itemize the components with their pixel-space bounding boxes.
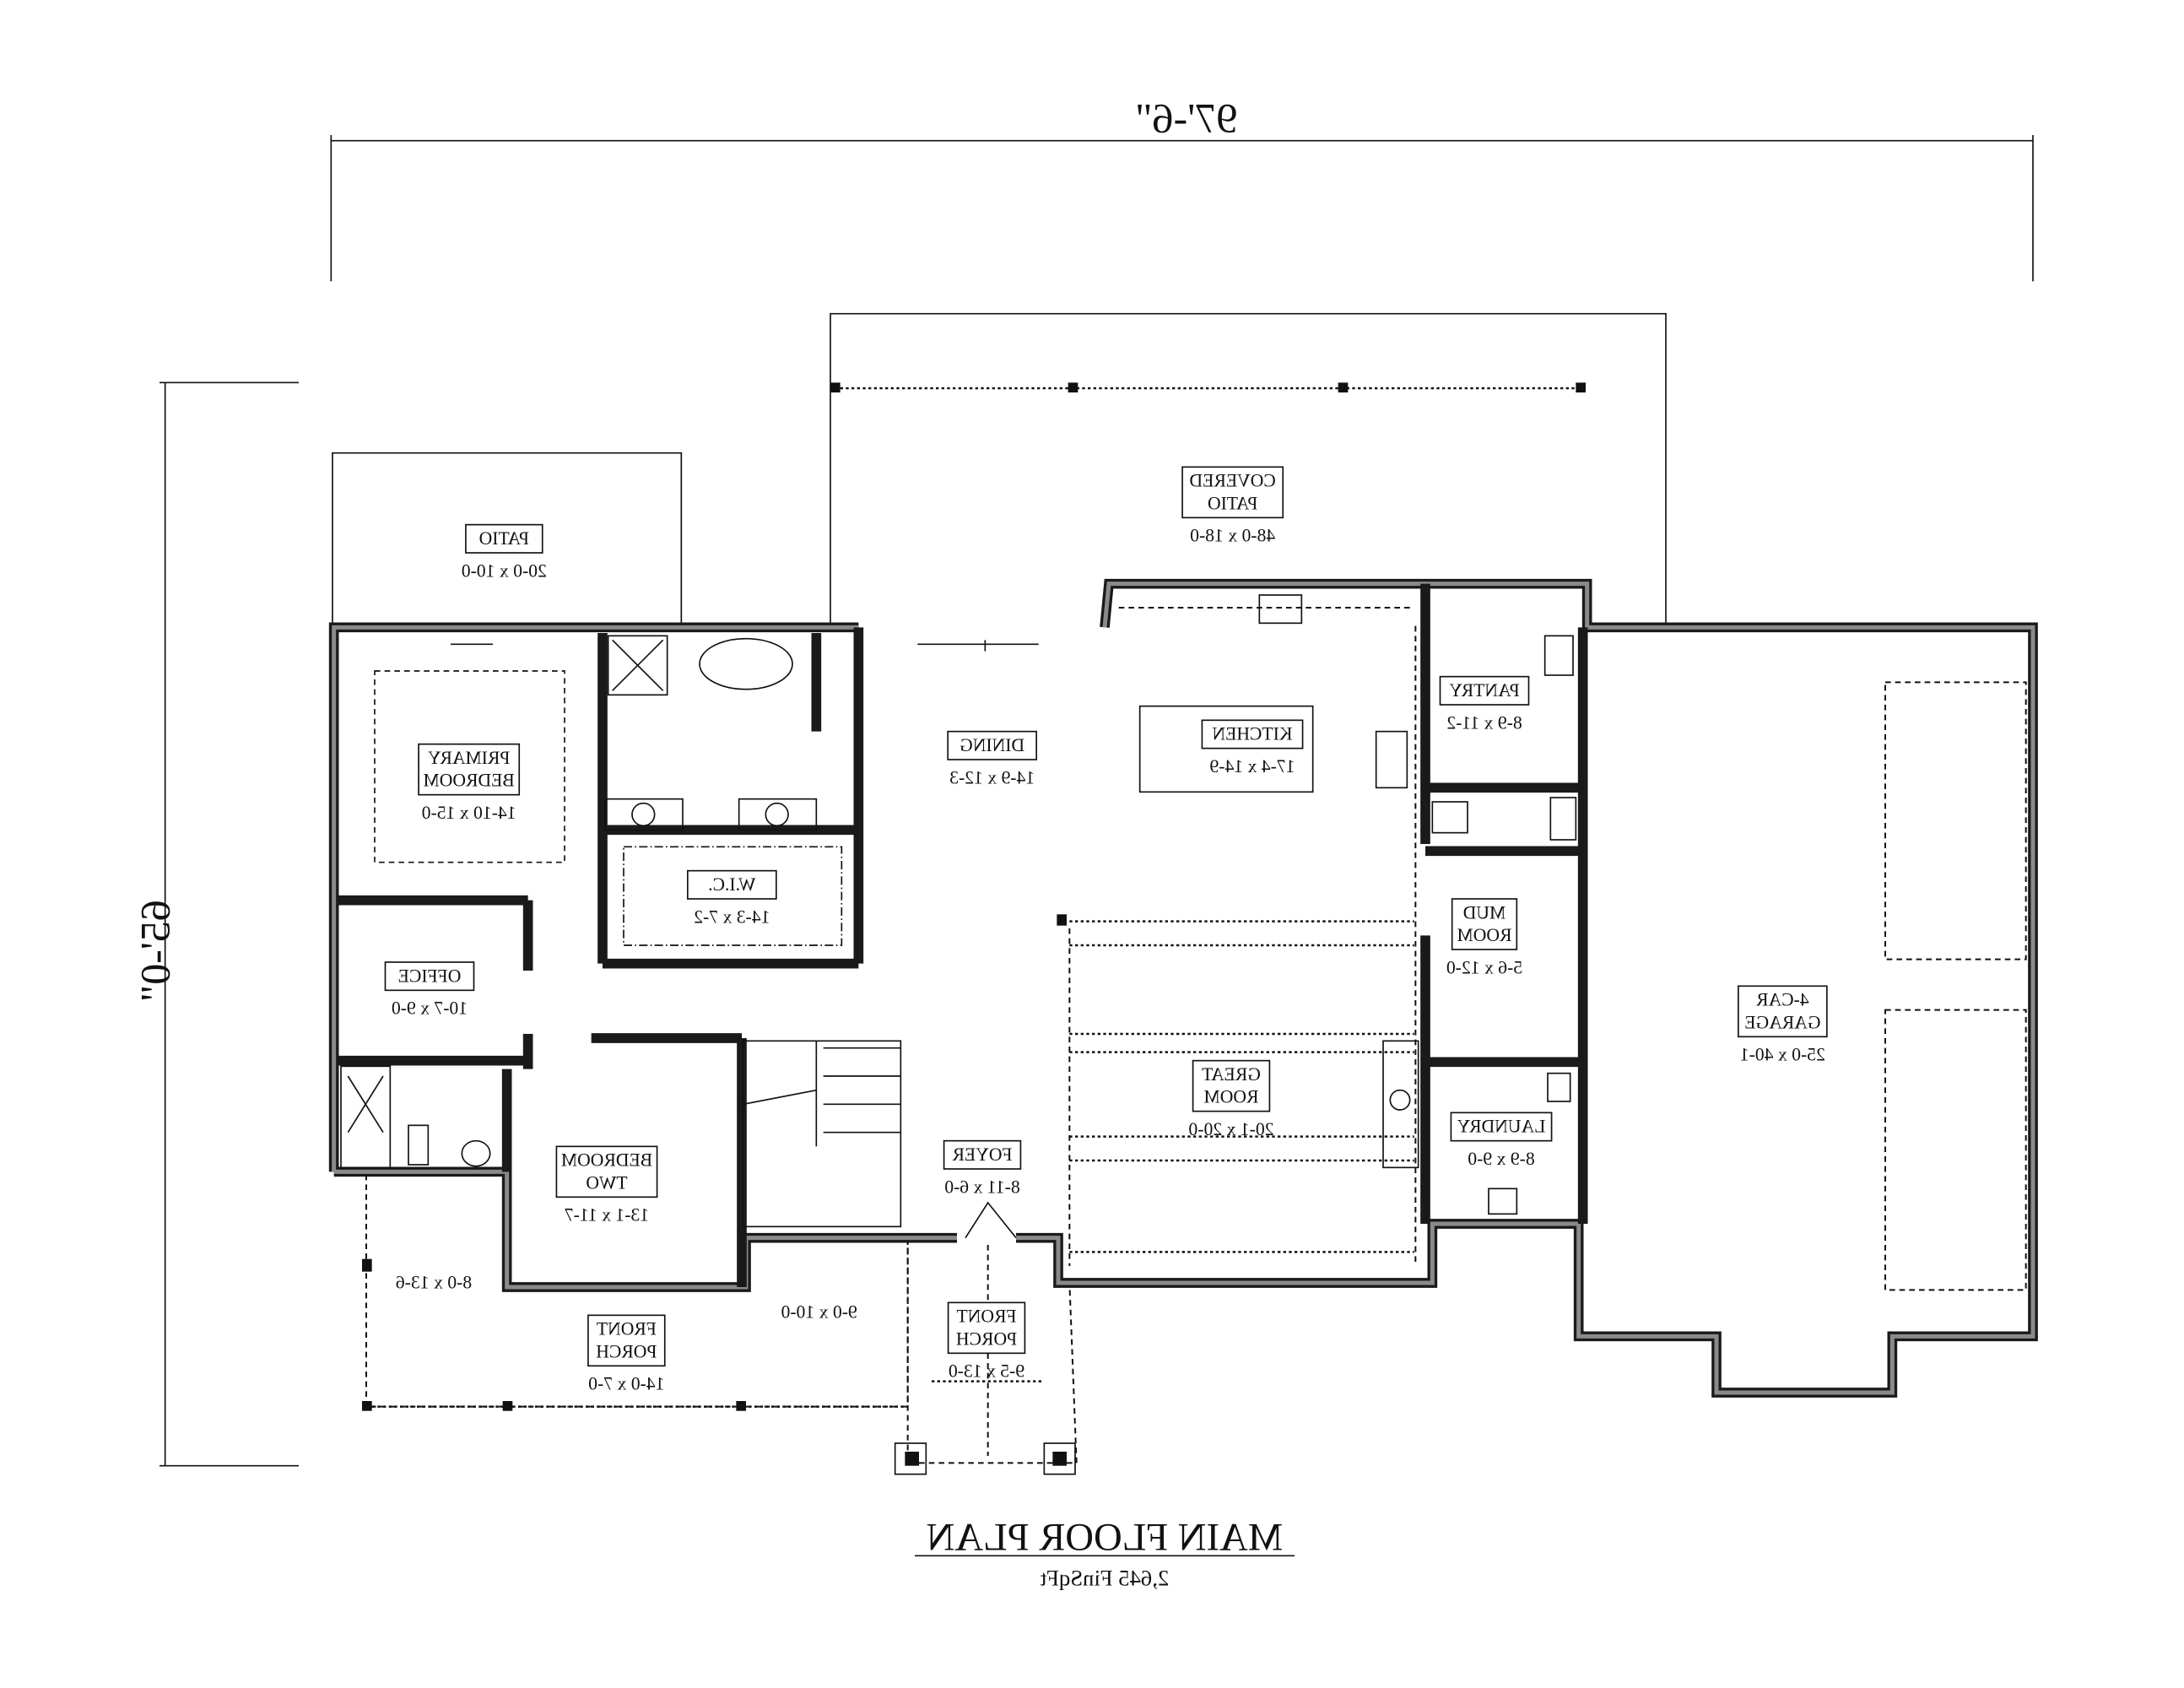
room-label-box xyxy=(587,1314,666,1367)
room-name: FOYER xyxy=(952,1144,1013,1165)
fixtures xyxy=(340,594,2027,1291)
width-dimension-label: 97'-6" xyxy=(1135,95,1237,142)
room-size: 8-9 x 11-2 xyxy=(1446,712,1522,733)
room-label-dining: DINING 14-9 x 12-3 xyxy=(947,730,1037,787)
room-name: KITCHEN xyxy=(1212,724,1292,744)
room-size: 9-5 x 13-0 xyxy=(949,1361,1024,1382)
room-size: 20-0 x 10-0 xyxy=(462,560,547,581)
room-label-box xyxy=(1181,466,1284,519)
room-label-kitchen: KITCHEN 17-4 x 14-9 xyxy=(1201,719,1304,776)
room-label-box xyxy=(947,730,1037,760)
room-name: BEDROOM xyxy=(424,771,515,791)
room-label-patio: PATIO 20-0 x 10-0 xyxy=(462,523,547,581)
plan-title: MAIN FLOOR PLAN xyxy=(927,1516,1284,1560)
room-name: MUD xyxy=(1463,902,1506,922)
room-name: BEDROOM xyxy=(561,1150,652,1171)
room-size: 5-6 x 12-0 xyxy=(1446,957,1522,977)
room-label-box xyxy=(943,1139,1022,1170)
room-size: 17-4 x 14-9 xyxy=(1209,756,1295,776)
room-name: W.I.C. xyxy=(708,874,755,895)
room-name: LAUNDRY xyxy=(1457,1117,1545,1137)
room-size: 8-11 x 6-0 xyxy=(944,1177,1019,1197)
room-name: PATIO xyxy=(1208,493,1257,513)
room-name: PRIMARY xyxy=(428,748,511,768)
room-size: 8-9 x 9-0 xyxy=(1468,1149,1534,1169)
width-dimension: 97'-6" xyxy=(330,95,2034,282)
room-label-box xyxy=(1450,1112,1553,1142)
room-name: OFFICE xyxy=(398,966,462,986)
room-label-box xyxy=(687,869,777,900)
room-name: PORCH xyxy=(956,1328,1017,1349)
room-label-wic: W.I.C. 14-3 x 7-2 xyxy=(687,869,777,927)
plan-subtitle: 2,645 FinSqFt xyxy=(1040,1565,1169,1590)
room-name: FRONT xyxy=(957,1307,1017,1327)
room-label-box xyxy=(1439,675,1530,706)
room-size: 14-0 x 7-0 xyxy=(588,1374,664,1394)
room-size: 14-10 x 15-0 xyxy=(422,803,516,823)
room-size: 13-1 x 11-7 xyxy=(565,1205,649,1225)
room-label-foyer: FOYER 8-11 x 6-0 xyxy=(943,1139,1022,1197)
room-label-box xyxy=(1192,1059,1271,1112)
exterior-walls xyxy=(328,578,2038,1398)
room-label-laundry: LAUNDRY 8-9 x 9-0 xyxy=(1450,1112,1553,1169)
patio-outline xyxy=(332,452,683,628)
room-name: PORCH xyxy=(596,1341,657,1361)
room-label-box xyxy=(1738,985,1828,1038)
depth-dimension: 65'-0" xyxy=(132,381,299,1467)
room-label-office: OFFICE 10-7 x 9-0 xyxy=(384,961,475,1019)
room-label-box xyxy=(947,1301,1026,1355)
room-label-primary-bedroom: PRIMARY BEDROOM 14-10 x 15-0 xyxy=(418,743,521,823)
plan-title-block: MAIN FLOOR PLAN 2,645 FinSqFt xyxy=(915,1516,1295,1590)
room-size: 48-0 x 18-0 xyxy=(1190,526,1275,546)
room-label-box xyxy=(465,523,543,554)
room-name: 4-CAR xyxy=(1755,990,1808,1010)
porch-dimension: 9-0 x 10-0 xyxy=(781,1302,857,1323)
room-label-box xyxy=(418,743,521,796)
room-size: 10-7 x 9-0 xyxy=(392,998,468,1019)
depth-dimension-label: 65'-0" xyxy=(132,900,179,1002)
room-name: DINING xyxy=(960,735,1024,755)
room-label-pantry: PANTRY 8-9 x 11-2 xyxy=(1439,675,1530,733)
porch-dimension: 8-0 x 13-6 xyxy=(396,1273,472,1293)
room-label-box xyxy=(1201,719,1304,749)
covered-patio-outline xyxy=(830,312,1667,628)
room-name: PANTRY xyxy=(1449,680,1520,701)
room-name: GREAT xyxy=(1202,1064,1261,1085)
room-name: ROOM xyxy=(1457,925,1512,945)
room-label-box xyxy=(384,961,475,992)
room-label-box xyxy=(555,1145,658,1198)
room-name: TWO xyxy=(586,1172,627,1193)
room-name: GARAGE xyxy=(1744,1012,1820,1032)
room-label-mud-room: MUD ROOM 5-6 x 12-0 xyxy=(1446,898,1522,977)
room-size: 14-3 x 7-2 xyxy=(694,906,770,927)
room-size: 20-1 x 20-0 xyxy=(1188,1119,1273,1139)
front-porch-outline xyxy=(362,1174,1078,1475)
room-label-box xyxy=(1451,898,1518,950)
room-size: 25-0 x 40-1 xyxy=(1740,1045,1825,1065)
room-name: PATIO xyxy=(479,528,529,549)
room-name: COVERED xyxy=(1190,471,1276,491)
room-size: 14-9 x 12-3 xyxy=(949,767,1035,787)
room-name: ROOM xyxy=(1204,1087,1259,1107)
room-name: FRONT xyxy=(597,1319,657,1339)
